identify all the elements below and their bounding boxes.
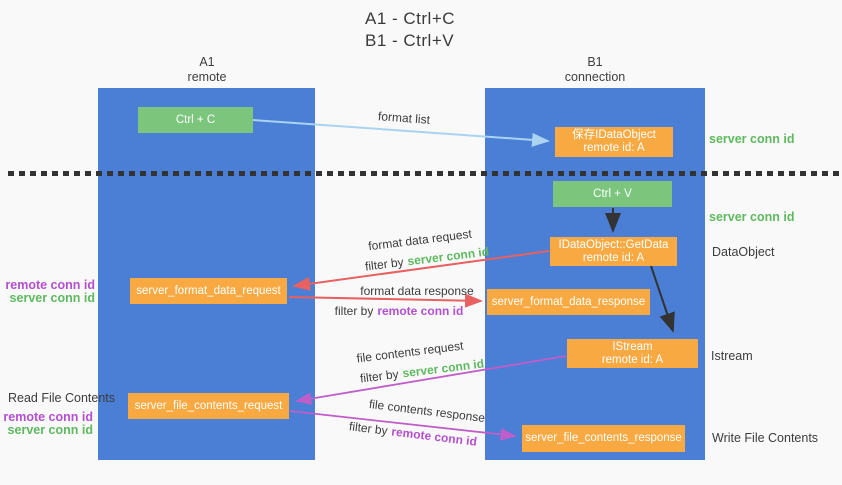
file-request-label: server_file_contents_request: [134, 399, 283, 412]
side-label-server-conn-id-mid: server conn id: [709, 210, 795, 224]
getdata-line1: IDataObject::GetData: [558, 238, 669, 251]
istream-line1: IStream: [612, 340, 653, 353]
side-label-write-file-contents: Write File Contents: [712, 431, 819, 445]
column-header-a1: A1 remote: [157, 55, 257, 85]
server-conn-id-text: server conn id: [7, 423, 93, 437]
side-label-read-file-contents: Read File Contents: [8, 391, 116, 405]
remote-conn-id-text: remote conn id: [3, 410, 93, 424]
getdata-line2: remote id: A: [582, 251, 645, 264]
ctrl-c-label: Ctrl + C: [175, 113, 216, 126]
node-server-format-data-request: server_format_data_request: [130, 278, 287, 304]
diagram-title: A1 - Ctrl+C B1 - Ctrl+V: [365, 8, 455, 52]
save-idataobject-line1: 保存IDataObject: [572, 129, 656, 141]
title-line-b1: B1 - Ctrl+V: [365, 31, 455, 50]
istream-line2: remote id: A: [601, 353, 664, 366]
arrow-file-contents-response: [289, 410, 517, 441]
file-response-label: server_file_contents_response: [525, 432, 682, 444]
node-istream: IStream remote id: A: [567, 339, 698, 368]
arrow-format-data-request: [292, 250, 550, 291]
column-a1-name: A1: [199, 55, 215, 69]
column-b1-name: B1: [587, 55, 603, 69]
side-label-istream: Istream: [711, 349, 753, 363]
column-b1-role: connection: [564, 70, 626, 84]
server-conn-id-text: server conn id: [9, 291, 95, 305]
arrow-format-data-response: [288, 293, 483, 308]
arrow-file-contents-request: [295, 355, 567, 405]
title-line-a1: A1 - Ctrl+C: [365, 9, 456, 28]
node-server-file-contents-request: server_file_contents_request: [128, 393, 289, 419]
node-idataobject-getdata: IDataObject::GetData remote id: A: [550, 237, 677, 266]
node-save-idataobject: 保存IDataObject remote id: A: [555, 127, 673, 157]
format-request-label: server_format_data_request: [136, 284, 281, 297]
ctrl-v-label: Ctrl + V: [593, 187, 632, 200]
arrow-getdata-to-istream: [650, 265, 675, 333]
side-label-conn-ids-bottom: remote conn id server conn id: [0, 411, 93, 437]
save-idataobject-line2: remote id: A: [583, 142, 645, 154]
arrow-label-format-data-response: format data response: [360, 284, 474, 298]
remote-conn-id-text: remote conn id: [5, 278, 95, 292]
side-label-conn-ids-mid: remote conn id server conn id: [0, 279, 95, 305]
format-response-label: server_format_data_response: [491, 295, 646, 308]
filter-by-text: filter by: [334, 304, 374, 318]
node-server-file-contents-response: server_file_contents_response: [522, 425, 685, 452]
column-header-b1: B1 connection: [535, 55, 655, 85]
node-server-format-data-response: server_format_data_response: [487, 289, 650, 315]
node-ctrl-c: Ctrl + C: [138, 107, 253, 133]
side-label-server-conn-id-top: server conn id: [709, 132, 795, 146]
phase-divider-dotted-line: [8, 171, 842, 176]
side-label-dataobject: DataObject: [712, 245, 775, 259]
remote-conn-id-text: remote conn id: [377, 304, 464, 318]
arrow-format-list: [252, 119, 550, 147]
node-ctrl-v: Ctrl + V: [553, 181, 672, 207]
column-a1-role: remote: [187, 70, 227, 84]
